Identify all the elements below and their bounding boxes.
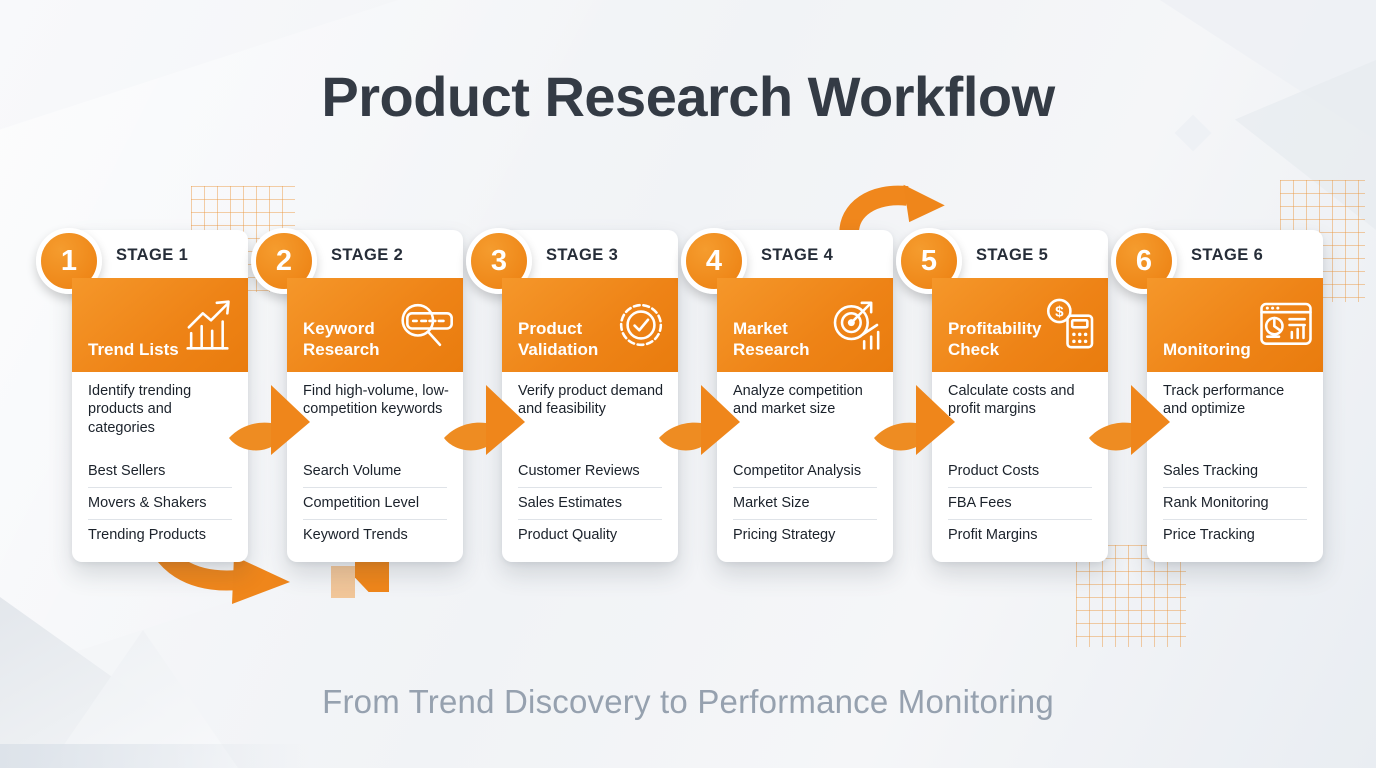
connector-arrow-icon [872, 382, 956, 458]
connector-arrow-icon [442, 382, 526, 458]
stage-title-block: Market Research [717, 278, 893, 372]
connector-arrow-icon [657, 382, 741, 458]
stage-description: Identify trending products and categorie… [88, 383, 192, 436]
stage-card: 4 STAGE 4 Market Research Analyze compet… [681, 228, 893, 562]
stage-card: 6 STAGE 6 Monitoring Track performance a… [1111, 228, 1323, 562]
validation-badge-icon [613, 297, 669, 353]
checklist-item: Movers & Shakers [88, 488, 232, 520]
stage-title-block: Trend Lists [72, 278, 248, 372]
stage-title: Profitability Check [948, 318, 1042, 359]
checklist-item: Product Costs [948, 456, 1092, 488]
square-decoration [331, 566, 355, 598]
connector-arrow-icon [1087, 382, 1171, 458]
stage-description: Track performance and optimize [1163, 383, 1285, 418]
checklist-item: Keyword Trends [303, 527, 408, 543]
dashboard-icon [1258, 297, 1314, 353]
checklist-item: FBA Fees [948, 488, 1092, 520]
stage-label: STAGE 5 [976, 246, 1049, 264]
stage-title: Trend Lists [88, 339, 179, 359]
checklist-item: Best Sellers [88, 456, 232, 488]
page-title: Product Research Workflow [321, 65, 1055, 128]
profit-calculator-icon: $ [1043, 297, 1099, 353]
stage-label: STAGE 3 [546, 246, 619, 264]
stage-title-block: Monitoring [1147, 278, 1323, 372]
stage-label: STAGE 6 [1191, 246, 1264, 264]
stage-description: Find high-volume, low-competition keywor… [303, 383, 449, 418]
checklist-item: Profit Margins [948, 527, 1038, 543]
page-subtitle: From Trend Discovery to Performance Moni… [322, 683, 1054, 720]
stage-number: 1 [60, 244, 78, 277]
checklist-item: Pricing Strategy [733, 527, 836, 543]
svg-text:$: $ [1055, 303, 1064, 320]
stage-label: STAGE 1 [116, 246, 189, 264]
stage-number-badge: 4 [681, 228, 747, 294]
stage-title-block: Product Validation [502, 278, 678, 372]
hook-arrow-icon [839, 184, 945, 236]
checklist-item: Market Size [733, 488, 877, 520]
stage-description: Analyze competition and market size [733, 383, 863, 418]
stage-number: 5 [920, 244, 938, 277]
stage-number: 2 [275, 244, 293, 277]
stage-card: 5 STAGE 5 Profitability Check $ Calculat… [896, 228, 1108, 562]
stage-title-block: Keyword Research [287, 278, 463, 372]
stage-card: 2 STAGE 2 Keyword Research Find high-vol… [251, 228, 463, 562]
trend-chart-icon [183, 297, 239, 353]
stage-title: Product Validation [518, 318, 599, 359]
connector-arrow-icon [227, 382, 311, 458]
stage-number-badge: 3 [466, 228, 532, 294]
checklist-item: Sales Tracking [1163, 456, 1307, 488]
stage-number: 6 [1135, 244, 1153, 277]
stage-label: STAGE 2 [331, 246, 404, 264]
checklist-item: Price Tracking [1163, 527, 1255, 543]
stage-title: Keyword Research [303, 318, 380, 359]
stage-number: 4 [705, 244, 723, 277]
stage-description: Verify product demand and feasibility [518, 383, 664, 418]
target-analysis-icon [828, 297, 884, 353]
checklist-item: Rank Monitoring [1163, 488, 1307, 520]
stage-number-badge: 2 [251, 228, 317, 294]
stage-card: 1 STAGE 1 Trend Lists Identify trending … [36, 228, 248, 562]
stage-label: STAGE 4 [761, 246, 834, 264]
stage-title: Monitoring [1163, 339, 1251, 359]
stage-card: 3 STAGE 3 Product Validation Verify prod… [466, 228, 678, 562]
keyword-search-icon [398, 297, 454, 353]
stage-title-block: Profitability Check $ [932, 278, 1108, 372]
checklist-item: Product Quality [518, 527, 618, 543]
bottom-strip-decoration [0, 744, 310, 768]
stage-description: Calculate costs and profit margins [948, 383, 1075, 418]
grid-pattern [1076, 545, 1186, 647]
stage-number-badge: 6 [1111, 228, 1177, 294]
stage-title: Market Research [733, 318, 810, 359]
stage-number: 3 [490, 244, 508, 277]
checklist-item: Search Volume [303, 456, 447, 488]
checklist-item: Customer Reviews [518, 456, 662, 488]
checklist-item: Competition Level [303, 488, 447, 520]
checklist-item: Competitor Analysis [733, 456, 877, 488]
checklist-item: Trending Products [88, 527, 206, 543]
checklist-item: Sales Estimates [518, 488, 662, 520]
